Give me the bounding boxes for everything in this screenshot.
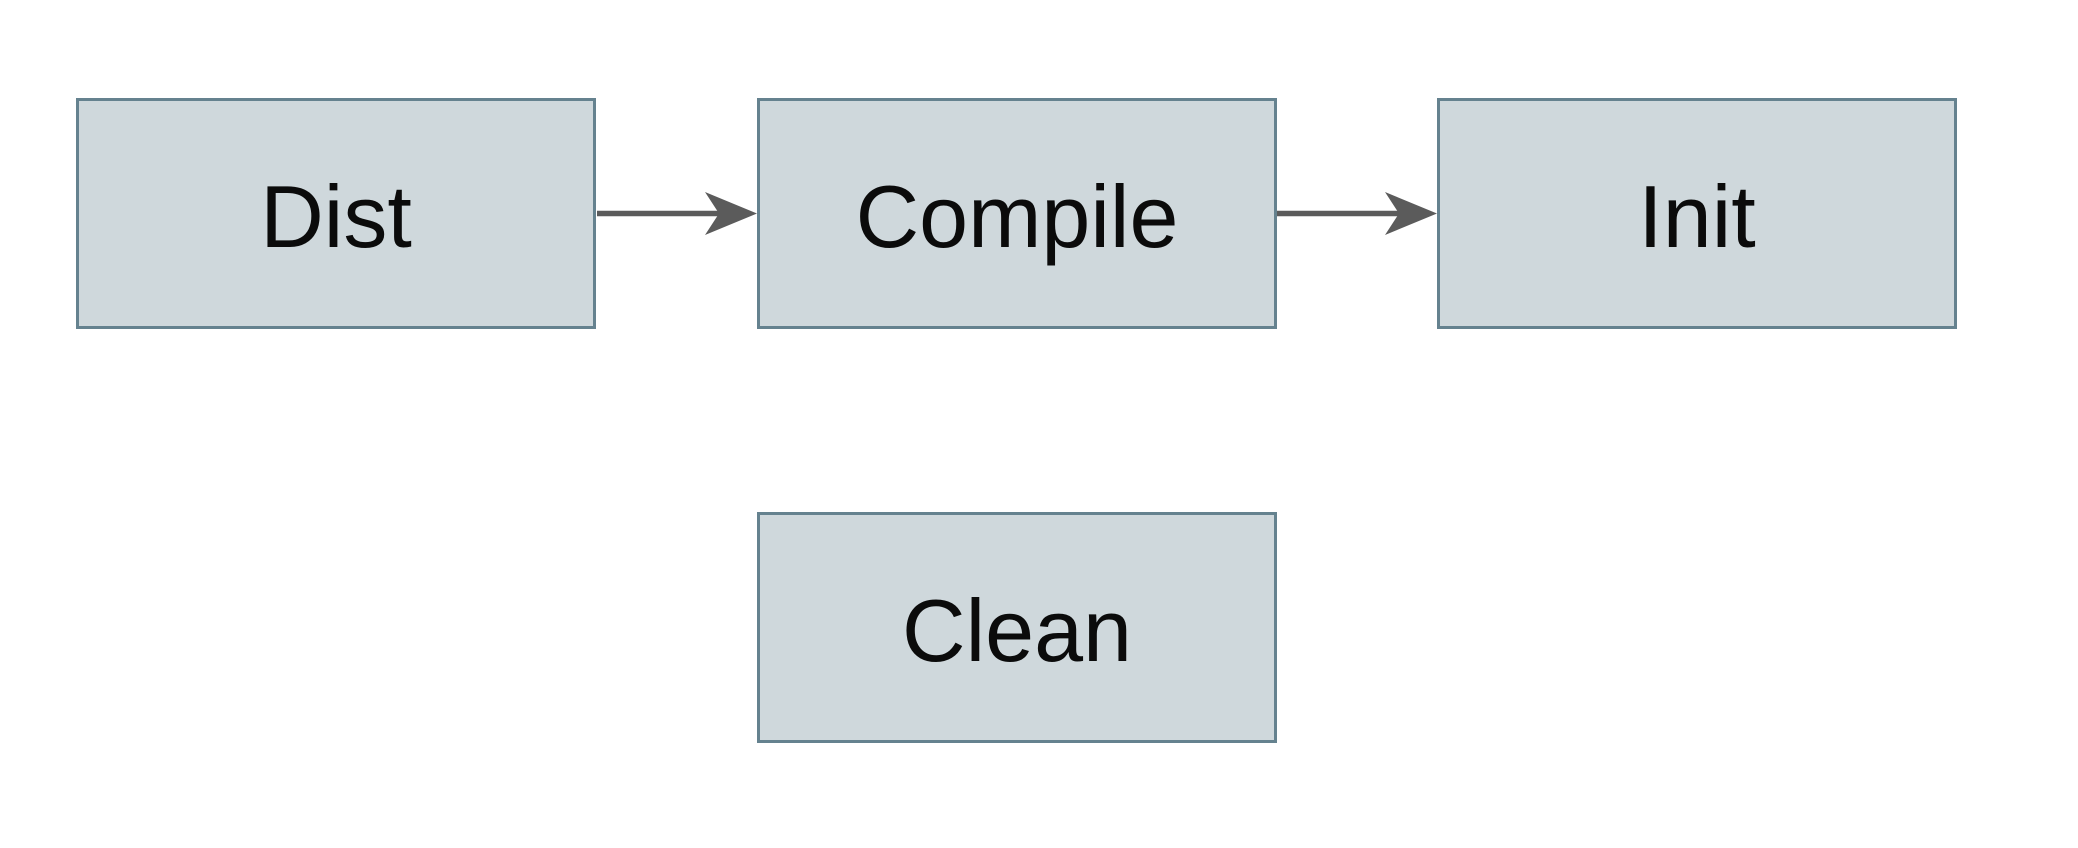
arrowhead-icon (705, 192, 757, 235)
node-compile: Compile (757, 98, 1277, 329)
node-clean-label: Clean (902, 580, 1132, 680)
node-clean: Clean (757, 512, 1277, 743)
node-init-label: Init (1638, 166, 1756, 266)
node-dist-label: Dist (260, 166, 412, 266)
node-dist: Dist (76, 98, 596, 329)
node-compile-label: Compile (855, 166, 1179, 266)
node-init: Init (1437, 98, 1957, 329)
arrow-dist-to-compile (597, 192, 757, 235)
arrowhead-icon (1385, 192, 1437, 235)
arrow-compile-to-init (1277, 192, 1437, 235)
